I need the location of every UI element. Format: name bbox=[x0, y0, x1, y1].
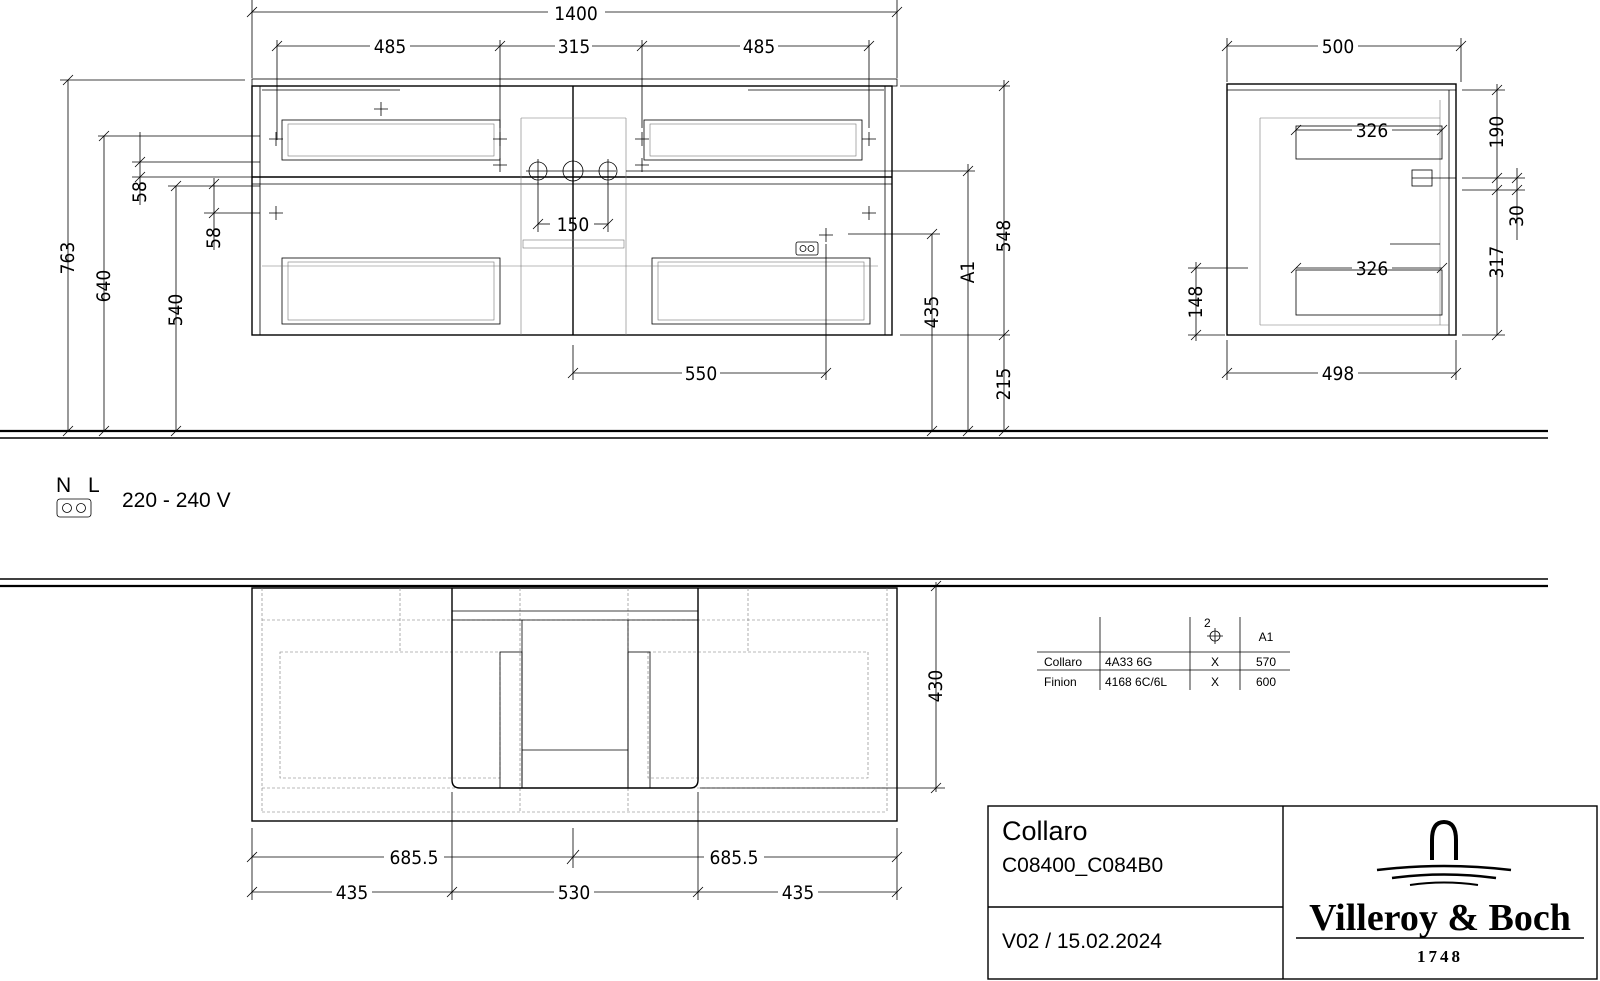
svg-text:X: X bbox=[1211, 655, 1219, 669]
dim-763: 763 bbox=[57, 242, 79, 275]
power-legend: N L 220 - 240 V bbox=[56, 474, 231, 518]
dim-500: 500 bbox=[1322, 36, 1355, 58]
tap-holes bbox=[526, 158, 618, 184]
wall-line-lower bbox=[0, 578, 1548, 588]
live-label: L bbox=[88, 474, 100, 497]
version-date: V02 / 15.02.2024 bbox=[1002, 930, 1162, 953]
dim-435-socket: 435 bbox=[921, 296, 943, 329]
dim-317: 317 bbox=[1486, 246, 1508, 279]
svg-text:600: 600 bbox=[1256, 675, 1276, 689]
dim-190: 190 bbox=[1486, 116, 1508, 149]
svg-text:4168 6C/6L: 4168 6C/6L bbox=[1105, 675, 1167, 689]
svg-text:570: 570 bbox=[1256, 655, 1276, 669]
brand-year: 1748 bbox=[1417, 947, 1463, 966]
dim-485-right: 485 bbox=[743, 36, 776, 58]
dim-315: 315 bbox=[558, 36, 591, 58]
table-row: Finion 4168 6C/6L X 600 bbox=[1044, 675, 1276, 689]
dim-435-left: 435 bbox=[336, 882, 369, 904]
dim-685-right: 685.5 bbox=[710, 847, 759, 869]
side-view: 500 326 326 498 190 30 317 bbox=[1185, 36, 1528, 385]
compatibility-table: 2 A1 Collaro 4A33 6G X 570 Finion 4168 6… bbox=[1037, 616, 1290, 690]
svg-text:4A33 6G: 4A33 6G bbox=[1105, 655, 1152, 669]
front-view: 1400 485 315 485 763 640 58 540 bbox=[0, 0, 1548, 439]
brand-logo-icon bbox=[1376, 819, 1512, 886]
power-socket-icon bbox=[56, 498, 92, 518]
plan-view: 430 685.5 685.5 435 530 435 bbox=[0, 578, 1548, 904]
dim-550: 550 bbox=[685, 363, 718, 385]
dim-148: 148 bbox=[1185, 286, 1207, 319]
dim-485-left: 485 bbox=[374, 36, 407, 58]
dim-530: 530 bbox=[558, 882, 591, 904]
dim-58-bottom: 58 bbox=[203, 227, 225, 249]
dim-548: 548 bbox=[993, 220, 1015, 253]
dim-685-left: 685.5 bbox=[390, 847, 439, 869]
neutral-label: N bbox=[56, 474, 71, 497]
socket-icon bbox=[795, 241, 819, 256]
drain-icon bbox=[1207, 628, 1223, 644]
svg-text:X: X bbox=[1211, 675, 1219, 689]
table-row: Collaro 4A33 6G X 570 bbox=[1044, 655, 1276, 669]
wall-line-upper bbox=[0, 429, 1548, 439]
svg-text:Collaro: Collaro bbox=[1044, 655, 1082, 669]
voltage-label: 220 - 240 V bbox=[122, 489, 231, 512]
dim-326-lower: 326 bbox=[1356, 258, 1389, 280]
dim-150: 150 bbox=[557, 214, 590, 236]
dim-1400: 1400 bbox=[554, 3, 598, 25]
svg-text:Finion: Finion bbox=[1044, 675, 1077, 689]
dim-640: 640 bbox=[93, 270, 115, 303]
dim-435-right: 435 bbox=[782, 882, 815, 904]
dim-326-upper: 326 bbox=[1356, 120, 1389, 142]
dim-430: 430 bbox=[925, 670, 947, 703]
title-block: Collaro C08400_C084B0 V02 / 15.02.2024 V… bbox=[987, 805, 1598, 980]
article-number: C08400_C084B0 bbox=[1002, 854, 1163, 877]
product-name: Collaro bbox=[1002, 816, 1088, 846]
dim-30: 30 bbox=[1506, 205, 1528, 227]
dim-58-top: 58 bbox=[129, 181, 151, 203]
dim-540: 540 bbox=[165, 294, 187, 327]
table-header-a1: A1 bbox=[1259, 630, 1274, 644]
dim-a1: A1 bbox=[957, 261, 979, 284]
dim-498: 498 bbox=[1322, 363, 1355, 385]
dim-215: 215 bbox=[993, 368, 1015, 401]
table-header-icon-label: 2 bbox=[1204, 616, 1211, 630]
brand-name: Villeroy & Boch bbox=[1309, 897, 1571, 939]
